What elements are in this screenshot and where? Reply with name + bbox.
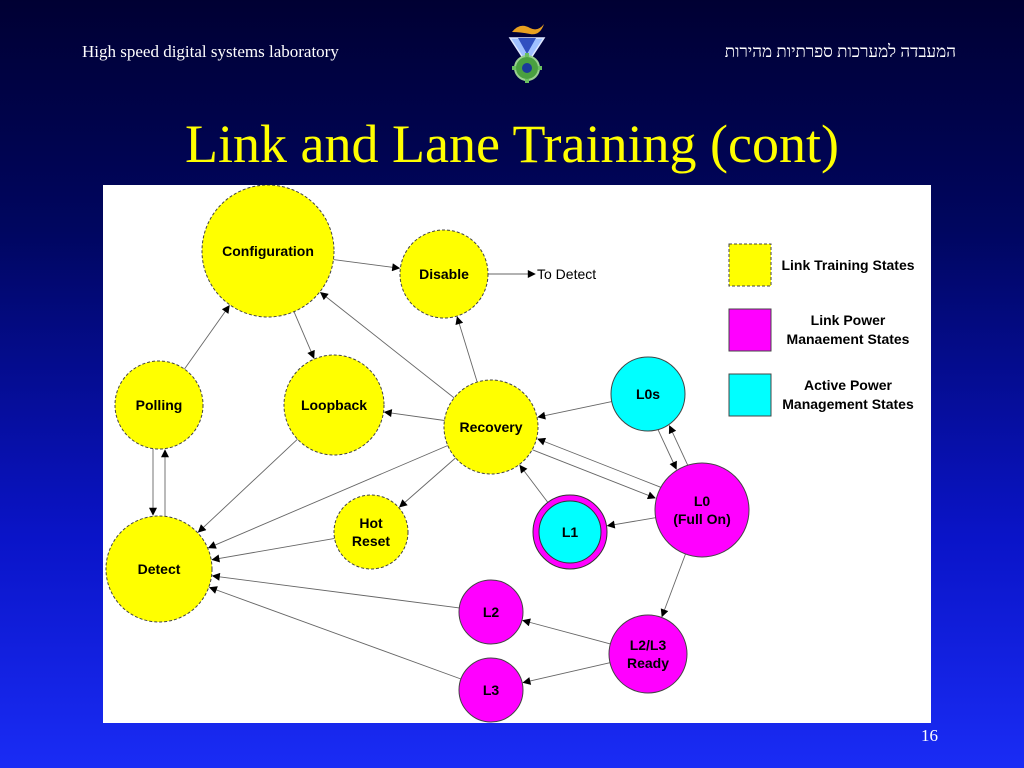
- legend-label: Manaement States: [787, 331, 910, 347]
- state-node-circle: [114, 360, 204, 450]
- state-node-label: Reset: [352, 533, 390, 549]
- state-node-circle: [333, 494, 409, 570]
- edge-loopback-to-detect: [197, 438, 298, 533]
- state-node-circle: [201, 185, 335, 318]
- state-node-circle: [538, 500, 602, 564]
- state-node-label: L1: [562, 524, 579, 540]
- edge-recovery-to-detect: [207, 445, 448, 549]
- state-node-label: Configuration: [222, 243, 314, 259]
- edge-recovery-to-hot-reset: [398, 457, 456, 508]
- state-node-label: L3: [483, 682, 500, 698]
- state-node-l0: L0 (Full On): [654, 462, 750, 558]
- legend-item-training: Link Training States: [728, 243, 915, 287]
- edge-l0s-to-l0: [657, 429, 677, 470]
- edge-configuration-to-loopback: [293, 311, 315, 359]
- edge-hot-reset-to-detect: [211, 537, 335, 563]
- legend-label: Link Training States: [781, 257, 914, 273]
- edge-recovery-to-configuration: [319, 292, 455, 399]
- legend-swatch: [728, 373, 772, 417]
- header-lab-name: High speed digital systems laboratory: [82, 42, 339, 61]
- header-lab-name-hebrew: המעבדה למערכות ספרתיות מהירות: [724, 42, 956, 61]
- state-node-circle: [458, 657, 524, 723]
- edge-configuration-to-disable: [333, 259, 401, 272]
- technion-logo-icon: [508, 24, 546, 83]
- state-node-label: Recovery: [459, 419, 522, 435]
- state-node-label: Loopback: [301, 397, 367, 413]
- edge-l2l3-to-l3: [522, 662, 611, 685]
- edge-recovery-to-disable: [455, 316, 478, 383]
- state-node-recovery: Recovery: [443, 379, 539, 475]
- state-node-circle: [654, 462, 750, 558]
- to-detect-label: To Detect: [537, 266, 596, 282]
- state-node-detect: Detect: [105, 515, 213, 623]
- state-node-l1: L1: [532, 494, 608, 570]
- edge-polling-to-configuration: [184, 305, 230, 370]
- state-node-l3: L3: [458, 657, 524, 723]
- edge-l0s-to-recovery: [537, 401, 612, 420]
- state-node-circle: [399, 229, 489, 319]
- state-node-label: L0: [694, 493, 711, 509]
- page-number: 16: [921, 726, 938, 745]
- state-node-circle: [610, 356, 686, 432]
- state-node-l2: L2: [458, 579, 524, 645]
- state-node-circle: [608, 614, 688, 694]
- state-node-circle: [443, 379, 539, 475]
- legend-label: Link Power: [811, 312, 886, 328]
- edge-l0-to-recovery: [537, 437, 661, 488]
- state-node-label: Disable: [419, 266, 469, 282]
- legend-label: Active Power: [804, 377, 892, 393]
- edge-l3-to-detect: [208, 586, 462, 680]
- state-node-label: Ready: [627, 655, 669, 671]
- edge-l0-to-l2l3: [660, 553, 686, 618]
- state-node-disable: Disable: [399, 229, 489, 319]
- state-node-label: Hot: [359, 515, 383, 531]
- edge-l2l3-to-l2: [522, 618, 611, 645]
- state-node-circle: [283, 354, 385, 456]
- state-node-label: Polling: [136, 397, 183, 413]
- state-node-label: L0s: [636, 386, 660, 402]
- edge-recovery-to-l0: [532, 449, 656, 500]
- edge-l1-to-recovery: [519, 464, 549, 503]
- legend-swatch: [728, 243, 772, 287]
- state-node-circle: [458, 579, 524, 645]
- legend-label: Management States: [782, 396, 914, 412]
- state-node-label: L2/L3: [630, 637, 667, 653]
- state-node-label: L2: [483, 604, 500, 620]
- state-node-circle: [105, 515, 213, 623]
- slide-title: Link and Lane Training (cont): [185, 114, 839, 174]
- state-node-label: Detect: [138, 561, 181, 577]
- edge-l2-to-detect: [211, 572, 460, 609]
- state-node-polling: Polling: [114, 360, 204, 450]
- state-node-l0s: L0s: [610, 356, 686, 432]
- edge-recovery-to-loopback: [383, 409, 445, 421]
- state-node-loopback: Loopback: [283, 354, 385, 456]
- edge-l0-to-l0s: [668, 425, 689, 466]
- state-node-configuration: Configuration: [201, 185, 335, 318]
- state-node-label: (Full On): [673, 511, 731, 527]
- legend-swatch: [728, 308, 772, 352]
- edge-l0-to-l1: [606, 517, 656, 529]
